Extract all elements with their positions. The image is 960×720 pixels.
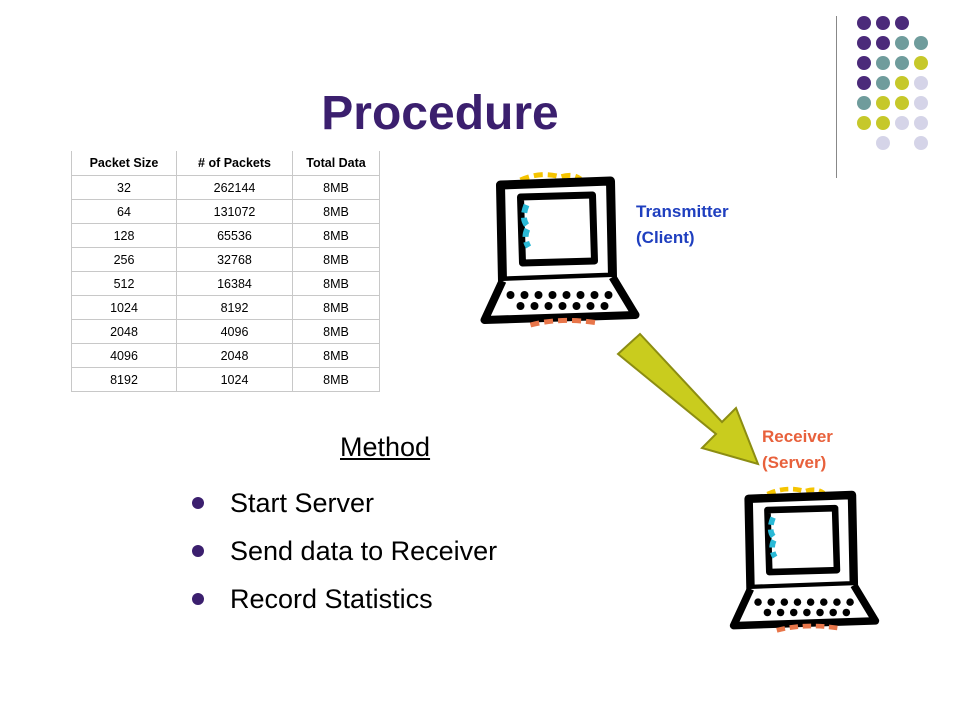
- cell-packet-size: 256: [71, 247, 177, 272]
- decorative-dot: [857, 76, 871, 90]
- decorative-dot: [914, 36, 928, 50]
- cell-num-packets: 1024: [176, 367, 293, 392]
- decorative-dot: [914, 136, 928, 150]
- cell-packet-size: 128: [71, 223, 177, 248]
- list-item: Start Server: [190, 480, 497, 528]
- slide-title: Procedure: [321, 87, 559, 140]
- cell-packet-size: 512: [71, 271, 177, 296]
- decorative-dot: [895, 96, 909, 110]
- decorative-dot: [914, 56, 928, 70]
- decorative-dot: [895, 16, 909, 30]
- transmitter-name: Transmitter: [636, 202, 729, 221]
- column-header-num-packets: # of Packets: [176, 151, 293, 176]
- decorative-dot: [857, 96, 871, 110]
- cell-num-packets: 32768: [176, 247, 293, 272]
- cell-num-packets: 65536: [176, 223, 293, 248]
- decorative-dot-grid: [857, 16, 928, 150]
- cell-packet-size: 1024: [71, 295, 177, 320]
- cell-num-packets: 2048: [176, 343, 293, 368]
- receiver-computer-icon: [729, 486, 880, 633]
- list-item: Send data to Receiver: [190, 528, 497, 576]
- decorative-dot: [876, 116, 890, 130]
- column-header-total-data: Total Data: [292, 151, 380, 176]
- decorative-dot: [895, 76, 909, 90]
- decorative-dot: [914, 76, 928, 90]
- cell-total-data: 8MB: [292, 223, 380, 248]
- cell-num-packets: 8192: [176, 295, 293, 320]
- decorative-dot: [857, 16, 871, 30]
- transmitter-computer-icon: [480, 172, 640, 328]
- method-heading: Method: [340, 432, 431, 462]
- cell-num-packets: 262144: [176, 175, 293, 200]
- decorative-dot: [914, 116, 928, 130]
- cell-total-data: 8MB: [292, 343, 380, 368]
- list-item-label: Send data to Receiver: [230, 536, 498, 566]
- decorative-dot: [876, 16, 890, 30]
- decorative-dot: [914, 96, 928, 110]
- column-header-packet-size: Packet Size: [71, 151, 177, 176]
- cell-total-data: 8MB: [292, 199, 380, 224]
- cell-packet-size: 2048: [71, 319, 177, 344]
- decorative-dot: [895, 36, 909, 50]
- arrow-down-right-icon: [616, 332, 760, 466]
- transmitter-role: (Client): [636, 228, 695, 247]
- cell-num-packets: 16384: [176, 271, 293, 296]
- cell-num-packets: 131072: [176, 199, 293, 224]
- decorative-dot: [876, 56, 890, 70]
- decorative-dot: [876, 36, 890, 50]
- decorative-dot: [876, 136, 890, 150]
- bullet-icon: [192, 497, 204, 509]
- decorative-dot: [876, 96, 890, 110]
- decorative-divider: [836, 16, 837, 178]
- cell-total-data: 8MB: [292, 247, 380, 272]
- receiver-role: (Server): [762, 453, 827, 472]
- cell-total-data: 8MB: [292, 175, 380, 200]
- decorative-dot: [895, 56, 909, 70]
- receiver-name: Receiver: [762, 427, 833, 446]
- table-header-row: Packet Size # of Packets Total Data: [71, 151, 380, 176]
- decorative-dot: [895, 116, 909, 130]
- decorative-dot: [876, 76, 890, 90]
- receiver-label: Receiver (Server): [762, 424, 833, 476]
- cell-total-data: 8MB: [292, 295, 380, 320]
- list-item-label: Record Statistics: [230, 584, 433, 614]
- decorative-dot: [857, 116, 871, 130]
- list-item: Record Statistics: [190, 576, 497, 624]
- cell-total-data: 8MB: [292, 271, 380, 296]
- cell-total-data: 8MB: [292, 319, 380, 344]
- decorative-dot: [857, 56, 871, 70]
- cell-packet-size: 8192: [71, 367, 177, 392]
- cell-packet-size: 64: [71, 199, 177, 224]
- list-item-label: Start Server: [230, 488, 375, 518]
- cell-packet-size: 4096: [71, 343, 177, 368]
- decorative-dot: [857, 36, 871, 50]
- bullet-icon: [192, 545, 204, 557]
- transmitter-label: Transmitter (Client): [636, 199, 729, 251]
- bullet-icon: [192, 593, 204, 605]
- cell-num-packets: 4096: [176, 319, 293, 344]
- cell-total-data: 8MB: [292, 367, 380, 392]
- cell-packet-size: 32: [71, 175, 177, 200]
- method-list: Start Server Send data to Receiver Recor…: [190, 480, 497, 624]
